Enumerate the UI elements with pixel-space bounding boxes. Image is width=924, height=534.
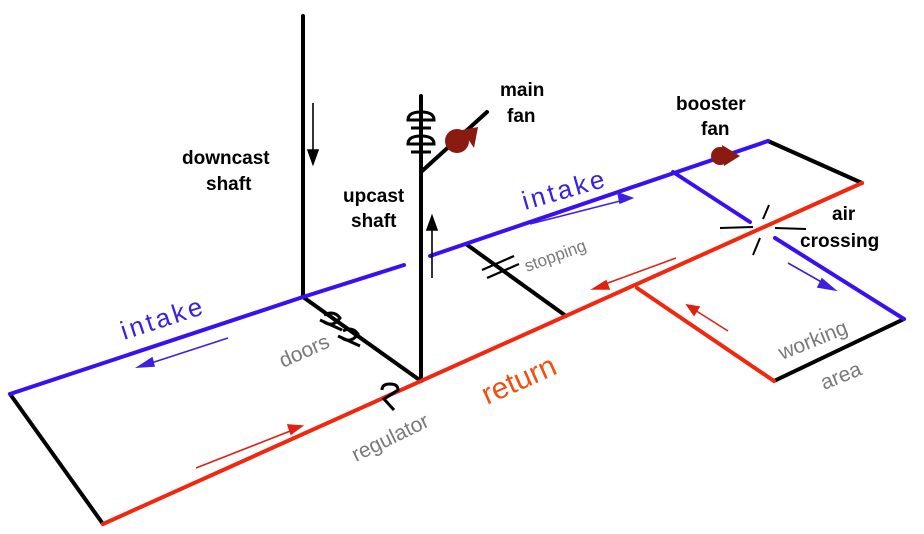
upcast-shaft-label-1: upcast	[343, 186, 405, 207]
flow-arrows	[134, 103, 838, 469]
intake-airways	[8, 139, 906, 396]
area-label: area	[817, 357, 865, 394]
regulator-label: regulator	[348, 409, 433, 466]
intake-left-airway	[8, 263, 406, 396]
main-fan-label-2: fan	[507, 106, 536, 127]
booster-fan-icon	[711, 145, 740, 166]
return-right-flow-arrow	[590, 257, 677, 290]
return-label: return	[476, 349, 561, 411]
intake-working-flow-arrow	[787, 262, 838, 292]
structure-lines	[8, 14, 906, 526]
booster-fan-label-2: fan	[701, 119, 730, 140]
working-area-face	[772, 317, 906, 383]
air-crossing-label-2: crossing	[800, 231, 879, 252]
doors-crosscut	[301, 295, 423, 383]
return-airways	[101, 181, 864, 526]
main-fan-icon	[445, 127, 478, 153]
stopping-label: stopping	[522, 236, 589, 276]
intake-working-airway	[773, 236, 906, 321]
working-label: working	[774, 316, 851, 365]
right-end-connector	[766, 139, 864, 185]
doors-label: doors	[276, 330, 333, 372]
return-left-flow-arrow	[195, 424, 305, 469]
stopping-crosscut	[464, 242, 568, 318]
regulator-icon	[380, 382, 400, 412]
downcast-shaft-label-2: shaft	[206, 174, 252, 195]
air-crossing-label-1: air	[832, 204, 856, 225]
intake-right-airway	[428, 139, 770, 258]
return-working-flow-arrow	[685, 303, 729, 332]
air-crossing-icon	[719, 204, 807, 256]
main-fan-label-1: main	[500, 80, 544, 101]
stopping-icon	[481, 254, 520, 280]
intake-right-flow-arrow	[529, 191, 635, 225]
downcast-arrow	[306, 103, 320, 167]
intake-left-flow-arrow	[134, 337, 229, 368]
downcast-shaft-label-1: downcast	[182, 148, 270, 169]
intake-right-label: intake	[518, 163, 610, 216]
left-end-connector	[8, 392, 105, 526]
shaft-door-icon	[406, 110, 436, 154]
upcast-shaft-label-2: shaft	[351, 211, 397, 232]
upcast-arrow	[425, 213, 439, 278]
return-main-airway	[101, 181, 864, 526]
return-working-airway	[635, 286, 776, 383]
booster-fan-label-1: booster	[676, 94, 746, 115]
intake-branch-airway	[671, 170, 752, 224]
doors-icon	[319, 311, 361, 348]
intake-left-label: intake	[117, 290, 209, 346]
